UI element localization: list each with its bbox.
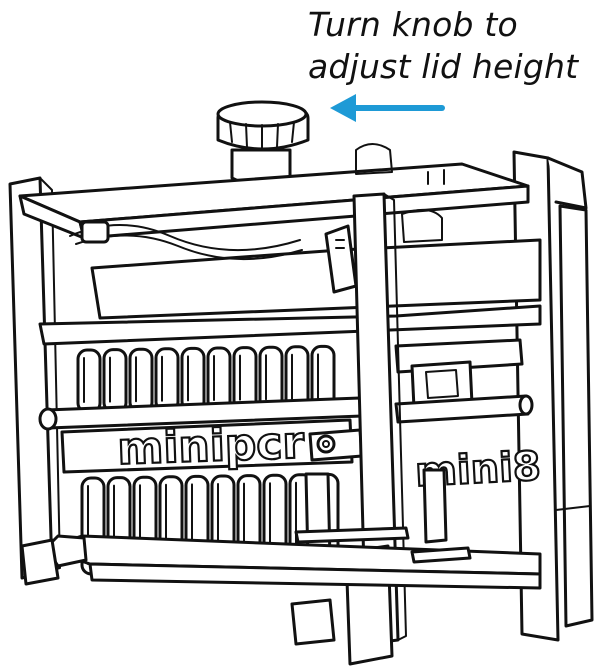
pcr-tube (206, 346, 232, 412)
caption-line-1: Turn knob to (308, 5, 518, 44)
brand-logo-text: minipcr (117, 418, 306, 475)
adjustment-knob-icon (216, 100, 310, 188)
pcr-tube (102, 348, 128, 414)
frame-post-back-right (512, 150, 594, 642)
middle-shelf (38, 304, 542, 346)
frame-post-front-left-foot (20, 538, 60, 586)
left-arrow-icon (330, 94, 445, 122)
pcr-tube (180, 346, 206, 412)
annotation-caption: Turn knob to adjust lid height (308, 4, 598, 88)
pcr-tube (154, 347, 180, 413)
caption-line-2: adjust lid height (308, 47, 579, 86)
pcr-tube (232, 346, 258, 412)
heated-lid-block (69, 208, 542, 320)
right-mechanism: mini8 (304, 338, 543, 564)
frame-post-back-left (8, 176, 61, 580)
base-plate (42, 526, 542, 646)
pcr-tube (128, 347, 154, 413)
pcr-tube (76, 348, 102, 414)
brand-logo-band: minipcr (60, 416, 354, 476)
